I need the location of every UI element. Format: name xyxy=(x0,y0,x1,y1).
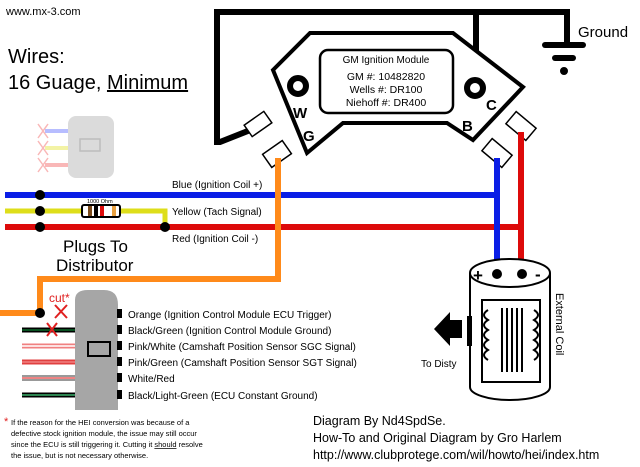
plugs-label-1: Plugs To xyxy=(63,237,128,256)
cut-label: cut* xyxy=(49,291,70,305)
coil-minus-label: - xyxy=(535,265,541,284)
plugs-label-2: Distributor xyxy=(56,256,134,275)
coil-negative-terminal xyxy=(517,269,527,279)
blue-wire-label: Blue (Ignition Coil +) xyxy=(172,180,262,191)
footnote-line: If the reason for the HEI conversion was… xyxy=(11,418,190,427)
site-url: www.mx-3.com xyxy=(5,6,81,18)
splice-dots xyxy=(35,190,170,318)
credit-original: How-To and Original Diagram by Gro Harle… xyxy=(313,431,562,445)
module-niehoff-number: Niehoff #: DR400 xyxy=(346,97,427,109)
module-title: GM Ignition Module xyxy=(343,55,430,66)
pin-label: Pink/Green (Camshaft Position Sensor SGT… xyxy=(128,358,357,369)
pin-label: White/Red xyxy=(128,374,175,385)
arrow-left-icon xyxy=(434,312,462,346)
mount-hole-right xyxy=(464,77,486,99)
ecu-connector xyxy=(75,290,118,410)
connector-pin-tabs xyxy=(117,309,122,399)
to-disty-label: To Disty xyxy=(421,359,457,370)
pin-label: Pink/White (Camshaft Position Sensor SGC… xyxy=(128,342,356,353)
coil-positive-terminal xyxy=(492,269,502,279)
credit-author: Diagram By Nd4SpdSe. xyxy=(313,414,446,428)
pin-c-label: C xyxy=(486,97,497,114)
ground-label: Ground xyxy=(578,24,628,41)
pin-label: Black/Green (Ignition Control Module Gro… xyxy=(128,326,331,337)
connector-latch xyxy=(87,341,111,357)
pin-label: Orange (Ignition Control Module ECU Trig… xyxy=(128,310,331,321)
wires-gauge: 16 Guage, Minimum xyxy=(8,72,188,94)
coil-output-terminal xyxy=(467,316,472,346)
pin-g-label: G xyxy=(303,128,315,145)
orange-wire xyxy=(0,158,281,316)
pin-w-label: W xyxy=(293,105,308,122)
module-terminals xyxy=(243,110,538,169)
footnote-line: the issue, but is not necessary otherwis… xyxy=(11,451,148,460)
module-label-box xyxy=(318,48,455,115)
footnote: * If the reason for the HEI conversion w… xyxy=(4,416,203,460)
yellow-wire-label: Yellow (Tach Signal) xyxy=(172,207,262,218)
wires-minimum: Minimum xyxy=(107,72,188,94)
footnote-star: * xyxy=(4,416,9,428)
footnote-line: since the ECU is still triggering it. Cu… xyxy=(11,440,203,449)
resistor-icon xyxy=(81,204,121,218)
credit-url[interactable]: http://www.clubprotege.com/wil/howto/hei… xyxy=(313,448,599,462)
module-gm-number: GM #: 10482820 xyxy=(347,71,425,83)
footnote-line: defective stock ignition module, the iss… xyxy=(11,429,197,438)
ground-icon xyxy=(542,42,586,75)
coil-plus-label: + xyxy=(473,266,483,285)
external-coil xyxy=(469,258,551,401)
resistor-label: 1000 Ohm xyxy=(87,199,113,205)
pin-label: Black/Light-Green (ECU Constant Ground) xyxy=(128,391,318,402)
module-wells-number: Wells #: DR100 xyxy=(350,84,423,96)
pin-b-label: B xyxy=(462,118,473,135)
wires-title: Wires: xyxy=(8,46,65,68)
connector-wires xyxy=(22,327,78,398)
faded-plug xyxy=(37,116,114,178)
connector-pin-labels: Orange (Ignition Control Module ECU Trig… xyxy=(128,310,357,402)
red-wire-label: Red (Ignition Coil -) xyxy=(172,234,258,245)
mount-hole-left xyxy=(287,75,309,97)
cut-marks xyxy=(46,304,68,337)
yellow-wire xyxy=(5,208,168,227)
coil-label: External Coil xyxy=(553,293,565,355)
